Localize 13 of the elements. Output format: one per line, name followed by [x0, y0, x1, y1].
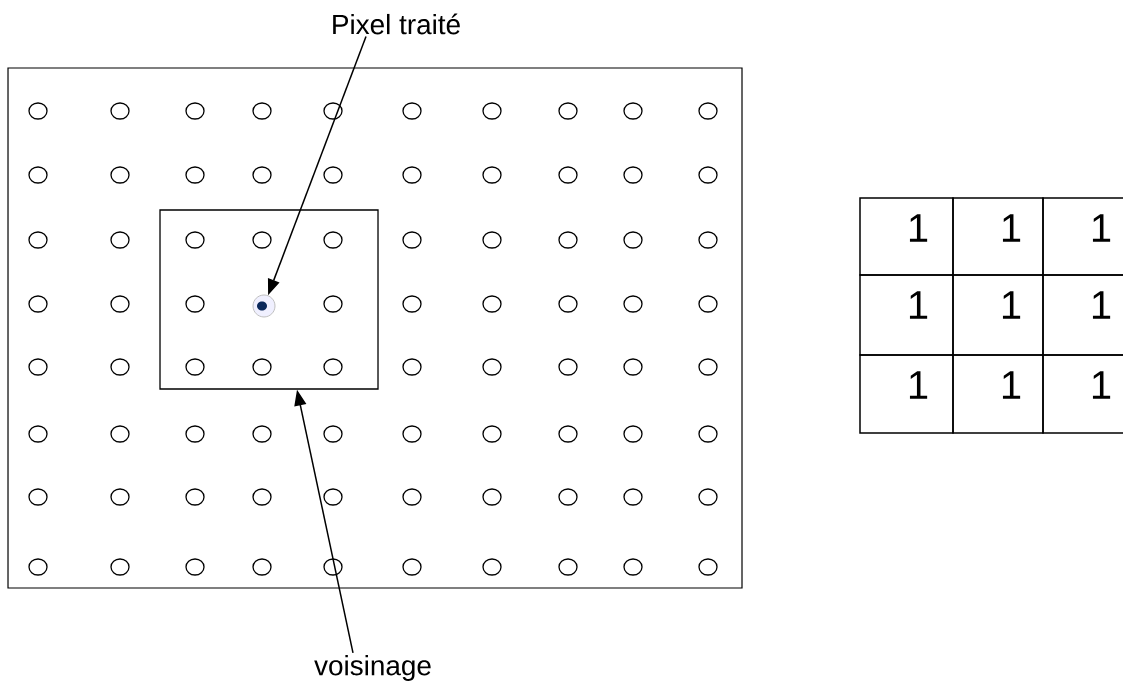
callout-text: voisinage [314, 655, 431, 681]
table-cell: 1 [952, 197, 1044, 276]
table-cell: 1 [1042, 274, 1123, 356]
table-cell: 1 [859, 354, 954, 434]
neighborhood-box [159, 209, 379, 390]
table-cell: 1 [1042, 354, 1123, 434]
table-cell: 1 [859, 274, 954, 356]
table-cell: 1 [952, 274, 1044, 356]
table-cell: 1 [1042, 197, 1123, 276]
processed-pixel [252, 294, 276, 318]
table-cell: 1 [859, 197, 954, 276]
callout-text: Pixel traité [333, 13, 460, 35]
table-cell: 1 [952, 354, 1044, 434]
